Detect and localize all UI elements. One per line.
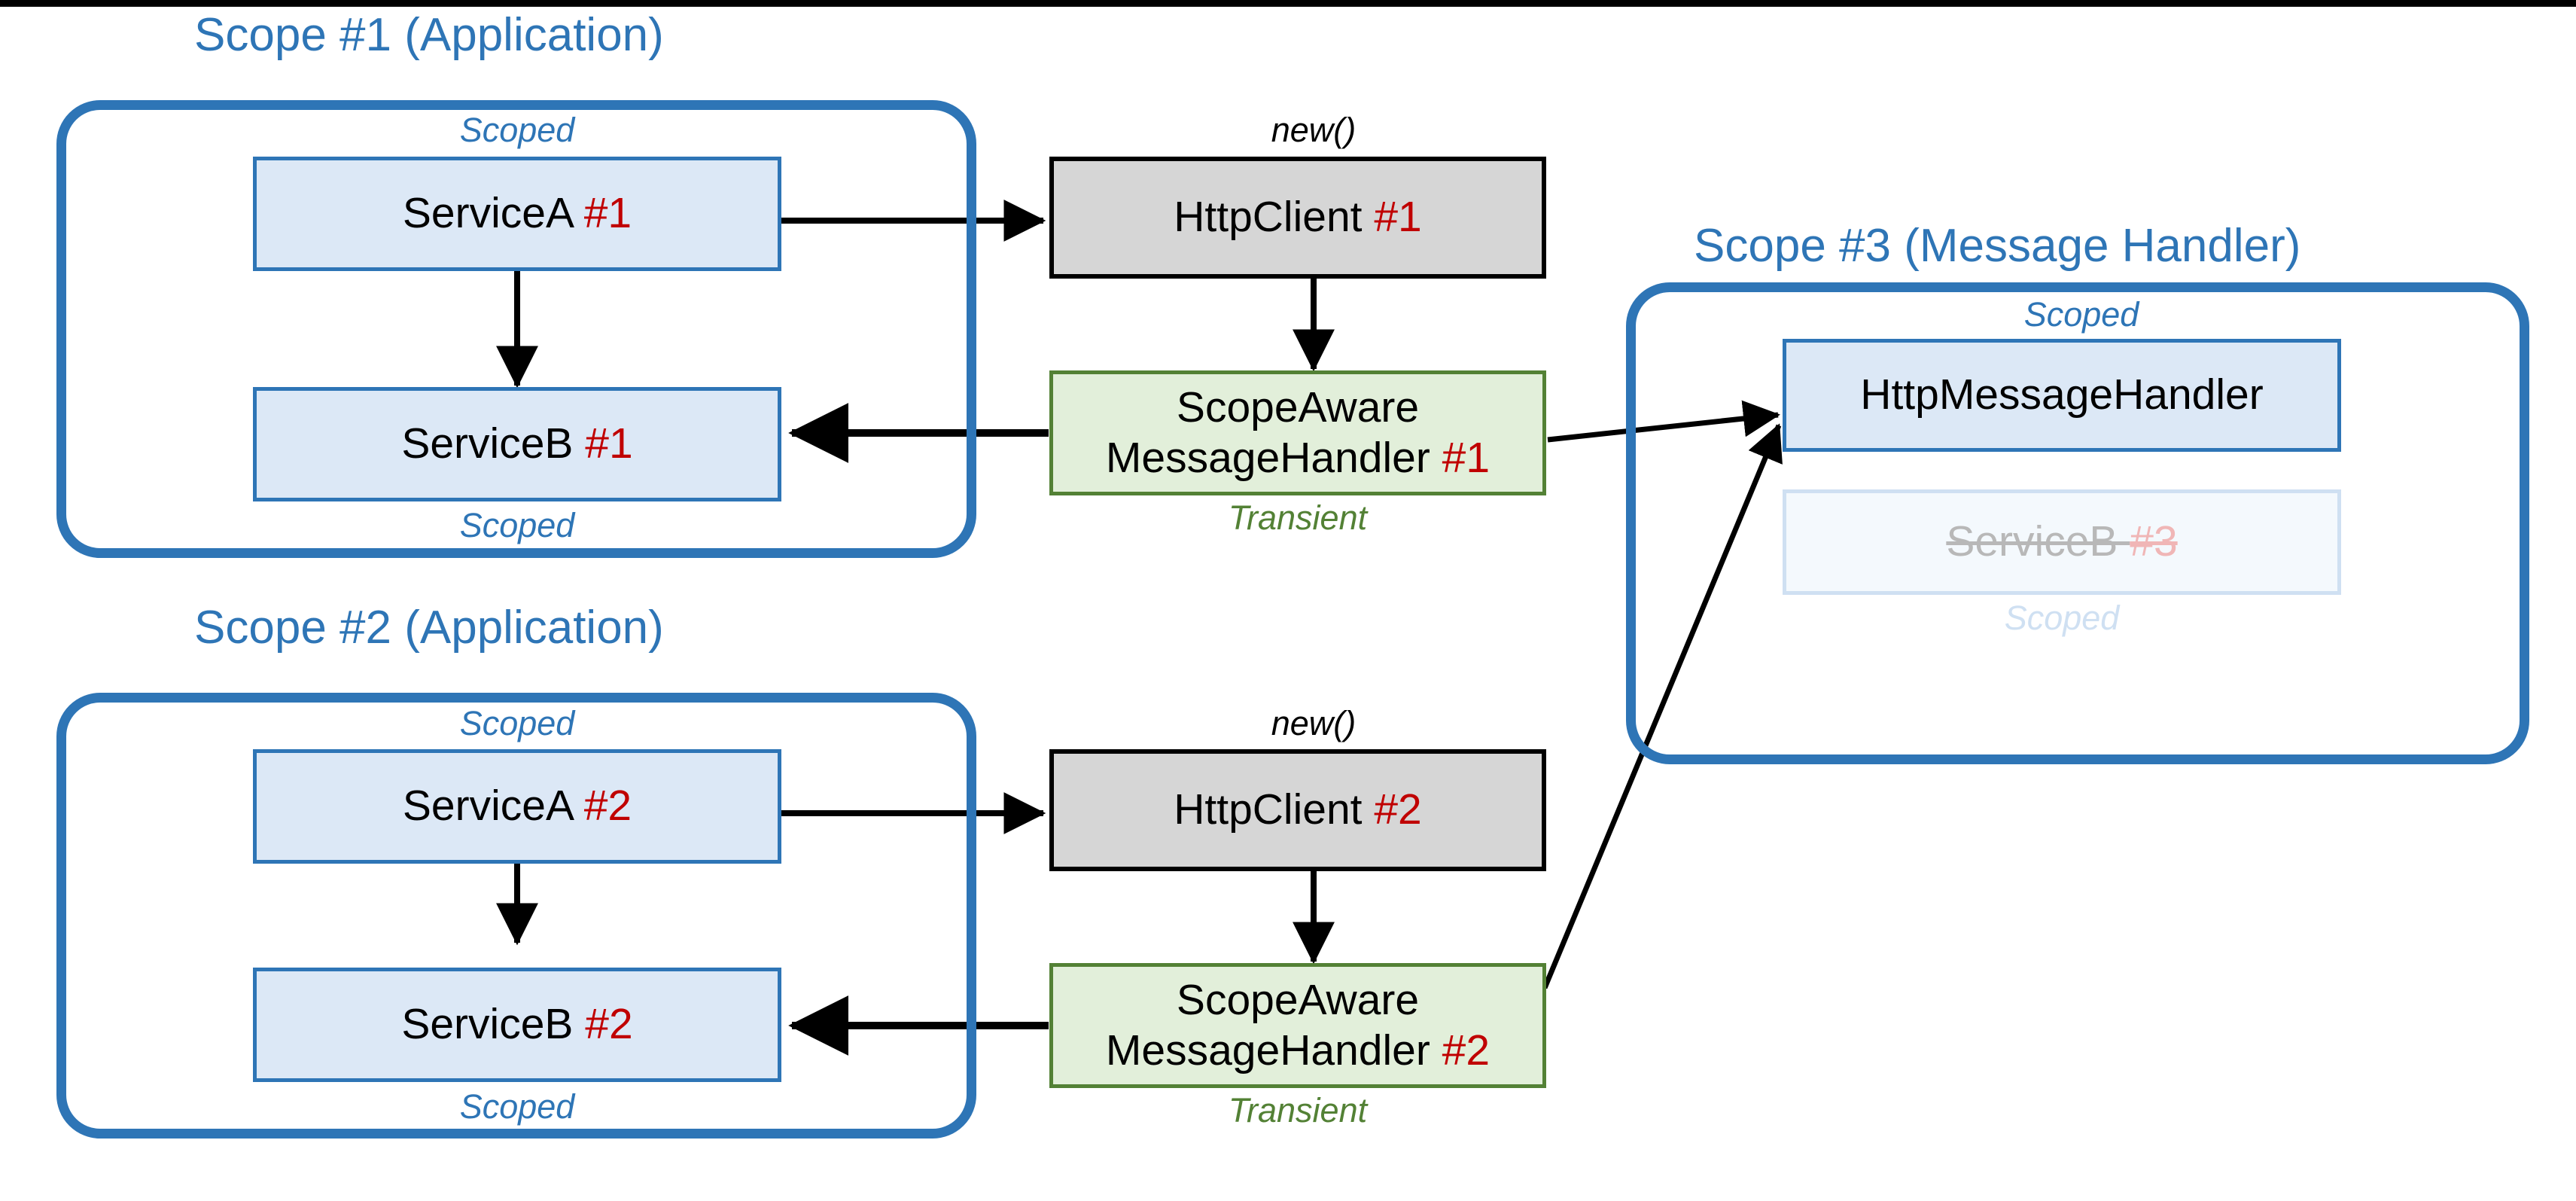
serviceb1-instance: #1 [585, 419, 633, 468]
handler2-line2: MessageHandler [1105, 1026, 1442, 1074]
node-httpmessagehandler: HttpMessageHandler [1783, 339, 2341, 452]
servicea1-lifetime-label: Scoped [459, 111, 575, 149]
servicea1-label: ServiceA [402, 189, 584, 238]
node-serviceb-2: ServiceB #2 [253, 968, 781, 1082]
scope2-title: Scope #2 (Application) [194, 602, 664, 654]
serviceb3-lifetime-label: Scoped [2004, 599, 2120, 637]
node-httpclient-2: HttpClient #2 [1049, 749, 1546, 871]
node-scopeaware-handler-1: ScopeAware MessageHandler #1 [1049, 370, 1546, 495]
node-serviceb-3: ServiceB #3 [1783, 489, 2341, 595]
serviceb3-instance: #3 [2130, 517, 2178, 566]
handler2-lifetime-label: Transient [1228, 1091, 1368, 1129]
scope3-title: Scope #3 (Message Handler) [1694, 220, 2301, 272]
handler1-lifetime-label: Transient [1228, 498, 1368, 537]
servicea2-label: ServiceA [402, 782, 584, 831]
servicea1-instance: #1 [583, 189, 632, 238]
httpclient1-label: HttpClient [1174, 193, 1375, 242]
httpclient1-instance: #1 [1374, 193, 1422, 242]
serviceb1-lifetime-label: Scoped [459, 506, 575, 544]
httpclient1-lifetime-label: new() [1271, 111, 1357, 149]
node-servicea-1: ServiceA #1 [253, 157, 781, 271]
scope3-container [1626, 282, 2529, 764]
handler1-line2: MessageHandler [1105, 434, 1442, 482]
httpclient2-instance: #2 [1374, 785, 1422, 834]
scope2-container [56, 693, 976, 1139]
node-httpclient-1: HttpClient #1 [1049, 157, 1546, 279]
handler2-line1: ScopeAware [1176, 975, 1420, 1024]
scope1-container [56, 100, 976, 558]
serviceb2-lifetime-label: Scoped [459, 1087, 575, 1126]
serviceb2-instance: #2 [585, 1000, 633, 1049]
handler2-instance: #2 [1442, 1026, 1490, 1074]
node-servicea-2: ServiceA #2 [253, 749, 781, 864]
serviceb2-label: ServiceB [401, 1000, 586, 1049]
httpclient2-lifetime-label: new() [1271, 704, 1357, 742]
httpmessagehandler-lifetime-label: Scoped [2023, 295, 2139, 334]
serviceb1-label: ServiceB [401, 419, 586, 468]
httpmessagehandler-label: HttpMessageHandler [1860, 370, 2264, 419]
servicea2-instance: #2 [583, 782, 632, 831]
node-serviceb-1: ServiceB #1 [253, 387, 781, 501]
handler1-line1: ScopeAware [1176, 383, 1420, 431]
scope1-title: Scope #1 (Application) [194, 9, 664, 61]
servicea2-lifetime-label: Scoped [459, 704, 575, 742]
node-scopeaware-handler-2: ScopeAware MessageHandler #2 [1049, 963, 1546, 1088]
top-black-band [0, 0, 2576, 7]
serviceb3-label: ServiceB [1946, 517, 2130, 566]
httpclient2-label: HttpClient [1174, 785, 1375, 834]
handler1-instance: #1 [1442, 434, 1490, 482]
